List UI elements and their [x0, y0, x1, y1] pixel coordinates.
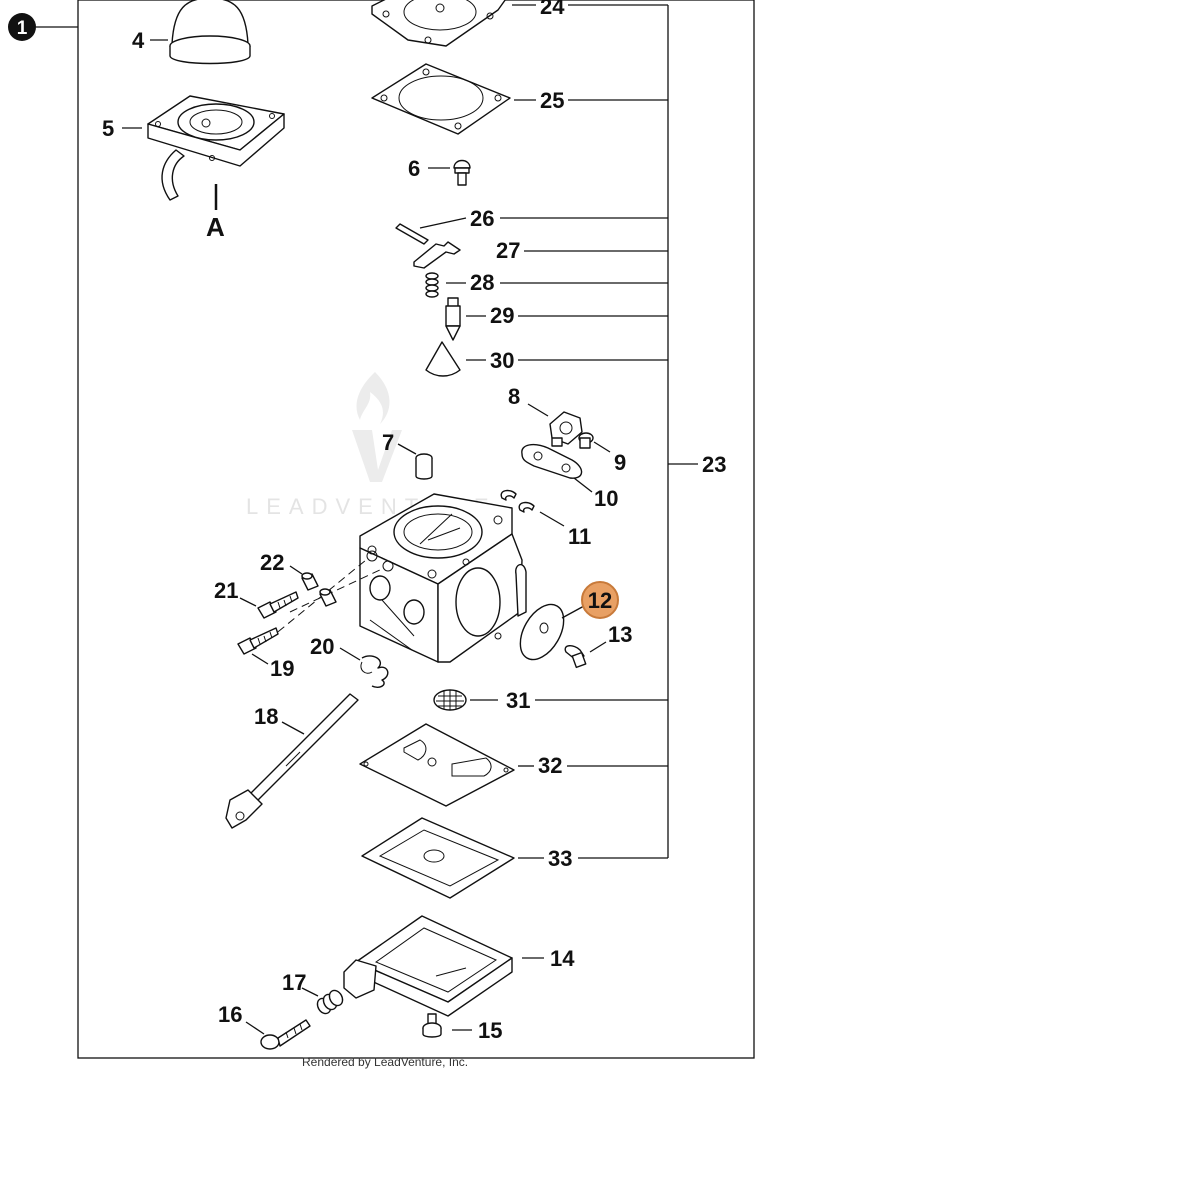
- label-4: 4: [132, 28, 145, 53]
- label-19: 20: [310, 634, 334, 659]
- part-25-pump-gasket[interactable]: [371, 63, 511, 135]
- label-9: 9: [614, 450, 626, 475]
- label-5: 5: [102, 116, 114, 141]
- label-24: 24: [540, 0, 565, 19]
- part-28-spring[interactable]: [425, 272, 439, 298]
- label-21: 21: [214, 578, 238, 603]
- label-27: 27: [496, 238, 520, 263]
- part-33-gasket[interactable]: [361, 817, 515, 899]
- watermark-flame-icon: [356, 372, 390, 424]
- label-11: 11: [568, 524, 591, 549]
- label-30: 30: [490, 348, 514, 373]
- part-16-screw[interactable]: [260, 1019, 311, 1050]
- part-32-metering-diaphragm[interactable]: [359, 723, 515, 807]
- part-9-screw[interactable]: [578, 432, 594, 449]
- label-23: 23: [702, 452, 726, 477]
- watermark: LEADVENTURE: [246, 372, 489, 519]
- part-10-gasket[interactable]: [521, 443, 583, 479]
- part-11-clips[interactable]: [500, 489, 535, 513]
- part-5-primer-housing[interactable]: [147, 95, 285, 201]
- part-31-screen[interactable]: [433, 689, 467, 711]
- label-15: 15: [478, 1018, 502, 1043]
- label-17: 17: [282, 970, 306, 995]
- label-32: 32: [538, 753, 562, 778]
- bracket-23: [500, 4, 698, 859]
- label-12: 12: [588, 588, 612, 613]
- label-20: 19: [270, 656, 294, 681]
- label-14: 14: [550, 946, 575, 971]
- label-33: 33: [548, 846, 572, 871]
- assembly-badge[interactable]: [8, 13, 36, 41]
- part-22-bushings[interactable]: [301, 572, 337, 607]
- part-15-screw[interactable]: [422, 1013, 442, 1038]
- part-17-spring[interactable]: [315, 988, 345, 1016]
- label-16: 16: [218, 1002, 242, 1027]
- part-13-screw[interactable]: [564, 645, 587, 669]
- part-6-screw[interactable]: [453, 159, 471, 186]
- part-4-primer-bulb[interactable]: [169, 0, 251, 65]
- part-8-fitting[interactable]: [549, 411, 583, 447]
- label-29: 29: [490, 303, 514, 328]
- label-25: 25: [540, 88, 564, 113]
- highlight-marker-12[interactable]: [581, 581, 619, 619]
- part-26-pin[interactable]: [395, 223, 429, 245]
- label-13: 13: [608, 622, 632, 647]
- part-27-lever[interactable]: [413, 241, 461, 269]
- label-18: 18: [254, 704, 278, 729]
- label-31: 31: [506, 688, 530, 713]
- kit-frame: [77, 0, 755, 1059]
- label-10: 10: [594, 486, 618, 511]
- label-6: 6: [408, 156, 420, 181]
- part-29-inlet-needle[interactable]: [445, 297, 461, 341]
- reference-a: A: [206, 212, 225, 242]
- part-12-throttle-plate[interactable]: [511, 597, 572, 667]
- label-26: 26: [470, 206, 494, 231]
- part-30-cone[interactable]: [425, 341, 461, 377]
- label-7: 7: [382, 430, 394, 455]
- part-7-cap[interactable]: [415, 453, 433, 480]
- part-21-adjusting-screw[interactable]: [257, 591, 299, 619]
- carburetor-body[interactable]: [359, 493, 527, 663]
- footer-credit: Rendered by LeadVenture, Inc.: [302, 1055, 468, 1069]
- label-22: 22: [260, 550, 284, 575]
- part-14-metering-cover[interactable]: [343, 915, 513, 1017]
- watermark-v-icon: [352, 430, 402, 482]
- part-20-adjusting-screw[interactable]: [237, 627, 279, 655]
- part-24-pump-diaphragm[interactable]: [371, 0, 508, 47]
- label-8: 8: [508, 384, 520, 409]
- label-28: 28: [470, 270, 494, 295]
- assembly-number: 1: [17, 18, 28, 39]
- part-18-throttle-shaft[interactable]: [225, 693, 359, 829]
- part-19-spring[interactable]: [360, 655, 389, 689]
